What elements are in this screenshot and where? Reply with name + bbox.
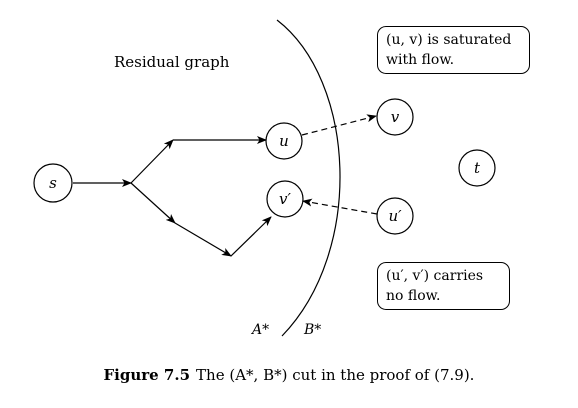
note-saturated-line-2: with flow. <box>386 52 455 68</box>
node-v: v <box>376 98 414 136</box>
node-u: u <box>265 122 303 160</box>
diagram-title: Residual graph <box>114 53 230 71</box>
edge-corner-to-v-prime <box>230 216 272 257</box>
node-v-prime-label: v′ <box>279 190 291 208</box>
note-no-flow-line-1: (u′, v′) carries <box>386 268 484 284</box>
node-s-label: s <box>49 174 57 192</box>
node-v-label: v <box>391 108 400 126</box>
node-u-label: u <box>279 132 289 150</box>
note-no-flow-line-2: no flow. <box>386 288 441 304</box>
node-u-prime: u′ <box>376 197 414 235</box>
edge-u-prime-to-v-prime-no-flow <box>302 198 378 215</box>
cut-label-a-star: A* <box>250 322 269 338</box>
cut-label-b-star: B* <box>303 322 321 338</box>
figure-caption-text: The (A*, B*) cut in the proof of (7.9). <box>196 366 474 384</box>
edge-branch-to-upper-bend <box>130 139 174 184</box>
note-saturated-edge: (u, v) is saturated with flow. <box>377 26 530 74</box>
figure-caption-label: Figure 7.5 <box>104 366 191 384</box>
note-no-flow-edge: (u′, v′) carries no flow. <box>377 262 510 310</box>
node-t: t <box>458 149 496 187</box>
edge-u-to-v-saturated <box>301 114 377 136</box>
edge-branch-to-lower-bend <box>130 182 176 224</box>
edge-lower-bend-to-corner <box>174 222 232 257</box>
cut-curve <box>276 19 341 337</box>
node-u-prime-label: u′ <box>388 207 402 225</box>
note-saturated-line-1: (u, v) is saturated <box>386 32 512 48</box>
node-t-label: t <box>474 159 481 177</box>
node-s: s <box>33 163 73 203</box>
figure-caption: Figure 7.5 The (A*, B*) cut in the proof … <box>104 366 475 384</box>
node-v-prime: v′ <box>266 180 304 218</box>
